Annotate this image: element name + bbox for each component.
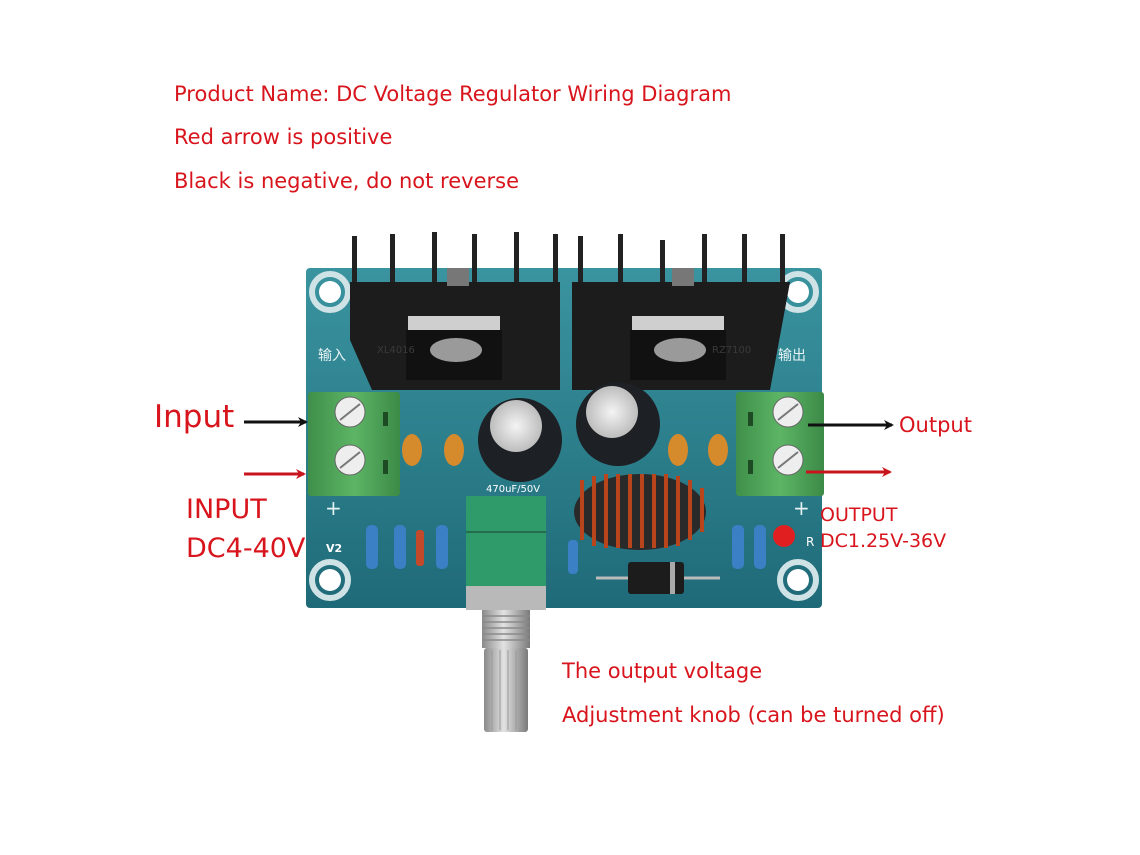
heatsink-left-fins <box>352 232 558 286</box>
potentiometer <box>466 496 546 610</box>
chip-right-label: RZ7100 <box>712 345 751 356</box>
chip-tab-right <box>632 316 724 330</box>
resistors <box>366 525 766 574</box>
ceramic-capacitors <box>402 434 728 466</box>
title-text: Product Name: DC Voltage Regulator Wirin… <box>174 82 732 106</box>
zener-diode <box>416 530 424 566</box>
v2-label: V2 <box>326 542 342 555</box>
output-terminal-block <box>736 392 824 496</box>
negative-note: Black is negative, do not reverse <box>174 169 519 193</box>
capacitor-right <box>576 382 660 466</box>
screw-right <box>672 268 694 286</box>
toroid-inductor <box>574 474 706 550</box>
chip-left-label: XL4016 <box>377 345 415 356</box>
input-terminal-block <box>308 392 400 496</box>
mounting-hole-bottom-right <box>777 559 819 601</box>
knob-caption-line1: The output voltage <box>562 659 763 683</box>
input-spec-range: DC4-40V <box>186 533 306 564</box>
capacitor-label: 470uF/50V <box>486 484 540 495</box>
output-spec-range: DC1.25V-36V <box>820 530 947 552</box>
output-spec-title: OUTPUT <box>820 504 898 526</box>
silk-input-label: 输入 <box>318 348 346 364</box>
adjustment-knob[interactable] <box>482 610 530 732</box>
mounting-hole-top-left <box>309 271 351 313</box>
schottky-diode <box>596 562 720 594</box>
mounting-hole-bottom-left <box>309 559 351 601</box>
output-label: Output <box>899 413 972 437</box>
status-led <box>773 525 795 547</box>
output-plus-mark: + <box>793 496 810 520</box>
positive-note: Red arrow is positive <box>174 125 393 149</box>
input-plus-mark: + <box>325 496 342 520</box>
silk-output-label: 输出 <box>778 348 806 364</box>
led-r-label: R <box>806 535 814 549</box>
knob-caption-line2: Adjustment knob (can be turned off) <box>562 703 945 727</box>
input-spec-title: INPUT <box>186 494 267 525</box>
input-label: Input <box>154 399 235 435</box>
heatsink-right-fins <box>578 234 785 286</box>
capacitor-left <box>478 398 562 482</box>
screw-left <box>447 268 469 286</box>
chip-tab-left <box>408 316 500 330</box>
